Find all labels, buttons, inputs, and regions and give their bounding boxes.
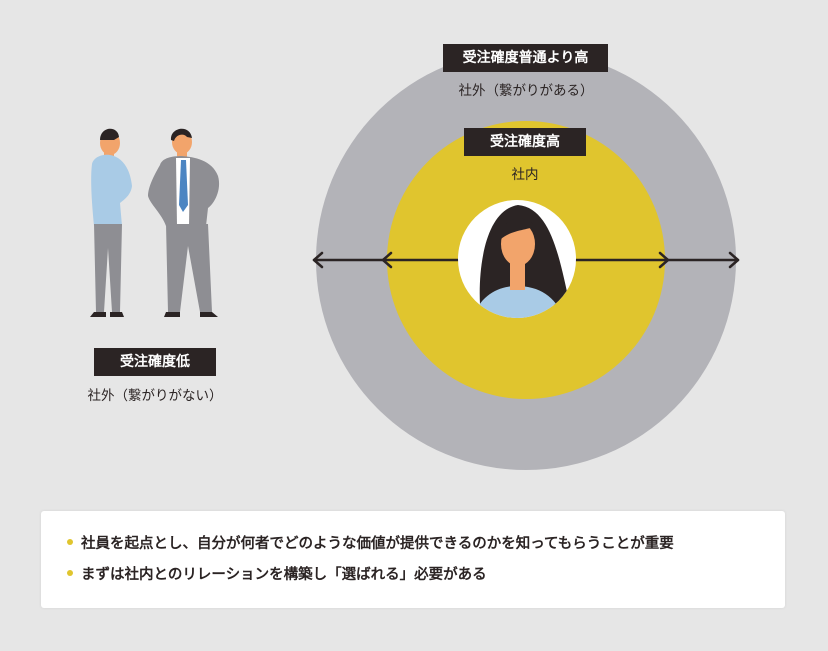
outer-ring-tag: 受注確度普通より高 [443, 44, 608, 72]
bullet-icon [67, 539, 73, 545]
note-text: まずは社内とのリレーションを構築し「選ばれる」必要がある [81, 567, 487, 583]
woman-avatar-icon [458, 200, 576, 318]
businessmen-icon [90, 128, 220, 317]
notes-panel: 社員を起点とし、自分が何者でどのような価値が提供できるのかを知ってもらうことが重… [41, 511, 785, 608]
note-text: 社員を起点とし、自分が何者でどのような価値が提供できるのかを知ってもらうことが重… [81, 536, 674, 552]
right-arrow-icon [572, 251, 740, 269]
left-arrow-icon [312, 251, 462, 269]
inner-ring-tag: 受注確度高 [464, 128, 586, 156]
outer-ring-sub: 社外（繋がりがある） [458, 83, 594, 99]
note-item: まずは社内とのリレーションを構築し「選ばれる」必要がある [67, 564, 487, 586]
circle-diagram: 受注確度普通より高 社外（繋がりがある） 受注確度高 社内 受注確度低 社外（繋… [87, 44, 740, 470]
left-group-tag: 受注確度低 [94, 348, 216, 376]
bullet-icon [67, 570, 73, 576]
diagram-graphics [90, 50, 740, 470]
note-item: 社員を起点とし、自分が何者でどのような価値が提供できるのかを知ってもらうことが重… [67, 533, 674, 555]
inner-ring-sub: 社内 [511, 167, 539, 183]
left-group-sub: 社外（繋がりがない） [87, 388, 223, 404]
